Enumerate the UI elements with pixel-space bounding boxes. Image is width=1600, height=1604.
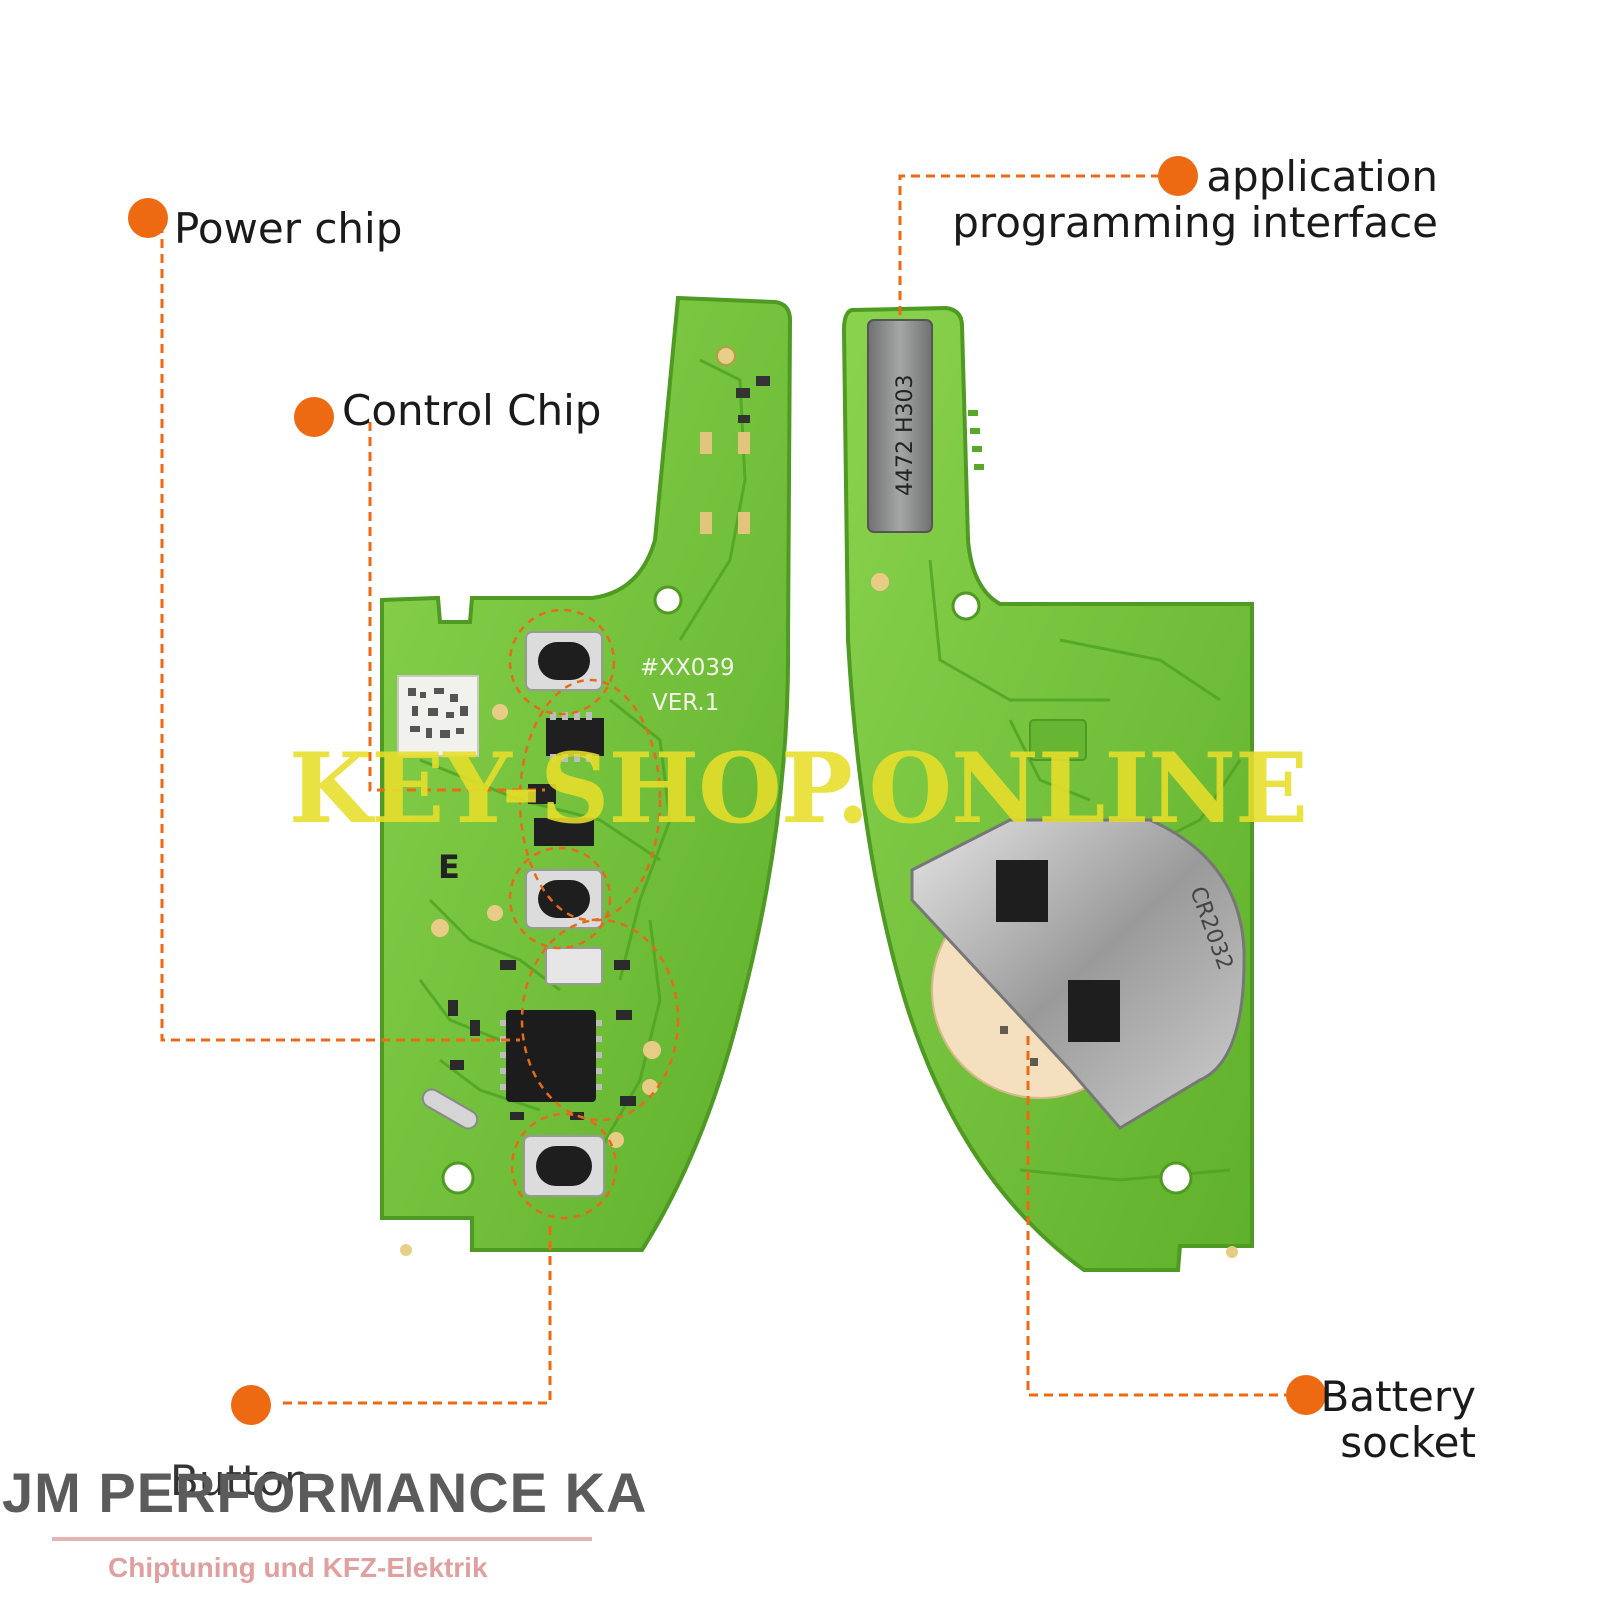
callout-dot-power-chip	[128, 198, 168, 238]
label-battery-line2: socket	[1340, 1418, 1476, 1467]
label-battery-socket: Battery socket	[1321, 1374, 1476, 1466]
label-api-line2: programming interface	[952, 198, 1438, 247]
callout-dot-button	[231, 1385, 271, 1425]
callout-lines	[160, 174, 1308, 1405]
pcb-part-number: #XX039	[640, 655, 735, 681]
tactile-button-bottom	[523, 1135, 605, 1197]
right-pcb-board: 4472 H303 CR2032	[841, 305, 1254, 1272]
label-battery-line1: Battery	[1320, 1372, 1476, 1421]
label-button: Button	[170, 1456, 311, 1505]
label-api: application programming interface	[952, 154, 1438, 246]
connector-marking: 4472 H303	[893, 374, 918, 496]
brand-tagline: Chiptuning und KFZ-Elektrik	[108, 1552, 488, 1583]
programming-connector: 4472 H303	[867, 319, 933, 533]
battery-holder: CR2032	[910, 818, 1246, 1130]
watermark-text: KEY-SHOP.ONLINE	[288, 732, 1308, 845]
callout-dot-battery	[1286, 1375, 1326, 1415]
pcb-version: VER.1	[652, 690, 719, 716]
left-pcb-board: #XX039 VER.1 E	[380, 295, 793, 1256]
brand-divider	[52, 1537, 592, 1541]
callout-dot-control-chip	[294, 397, 334, 437]
brand-name: JM PERFORMANCE KA	[2, 1461, 648, 1524]
label-power-chip: Power chip	[174, 204, 403, 253]
tactile-button-middle	[525, 869, 603, 929]
tactile-button-top	[525, 631, 603, 691]
label-control-chip: Control Chip	[342, 386, 602, 435]
pcb-silkscreen-mark: E	[438, 848, 460, 886]
callout-dot-api	[1158, 156, 1198, 196]
label-api-line1: application	[1206, 152, 1438, 201]
